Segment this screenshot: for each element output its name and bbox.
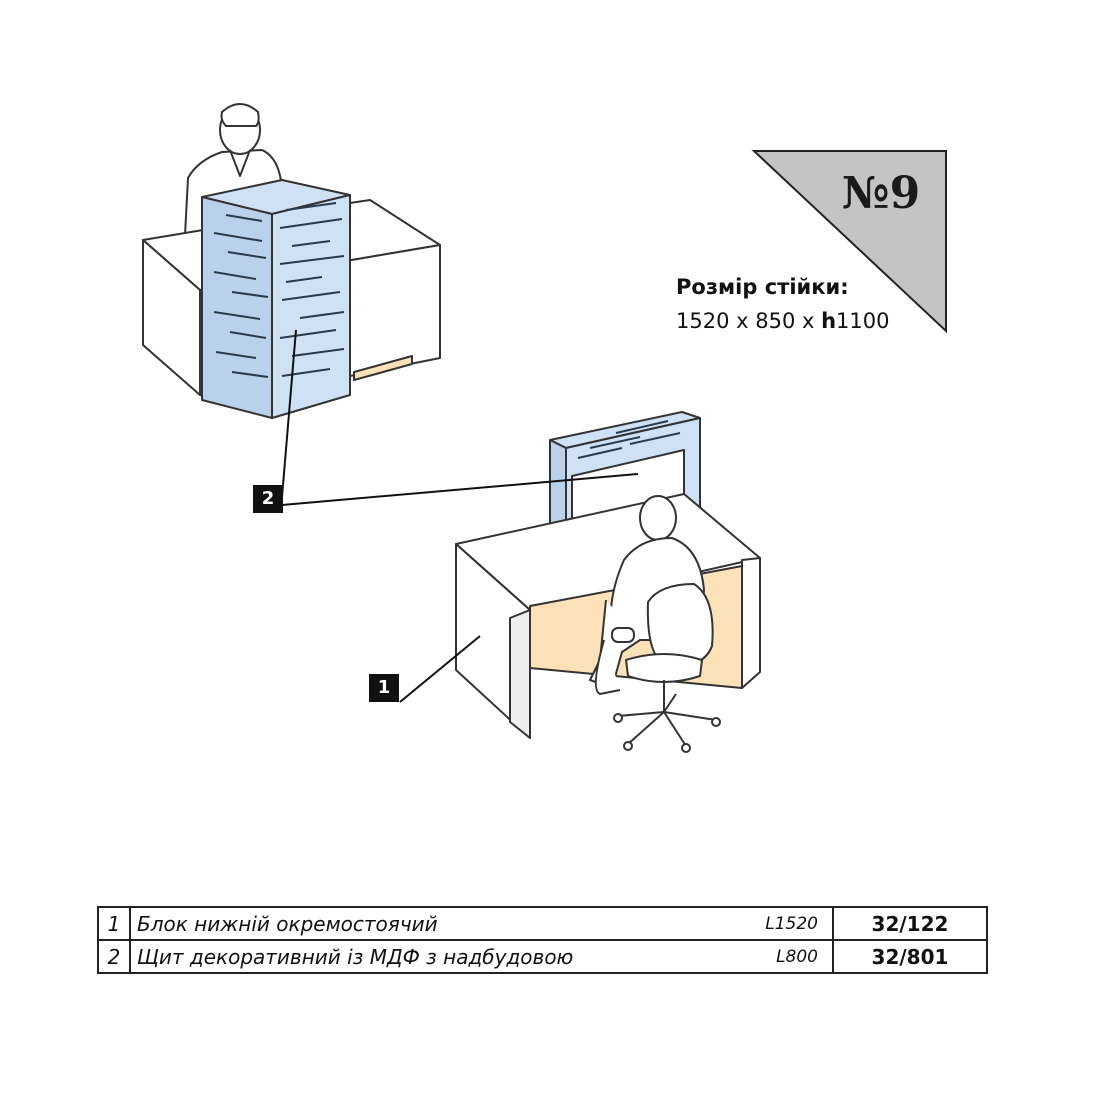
size-value-dims: 1520 x 850 x <box>676 309 822 333</box>
corner-badge-triangle <box>751 150 947 334</box>
size-label: Розмір стійки: <box>676 275 849 299</box>
part-code: 32/122 <box>832 906 988 941</box>
row-number: 2 <box>97 939 131 974</box>
desk-drawing <box>455 411 761 753</box>
row-number: 1 <box>97 906 131 941</box>
config-number: №9 <box>841 168 921 219</box>
office-chair <box>611 583 721 753</box>
parts-table: 1 Блок нижній окремостоячий L1520 32/122… <box>97 906 988 974</box>
table-row: 2 Щит декоративний із МДФ з надбудовою L… <box>97 939 988 974</box>
stand-size-info: Розмір стійки: 1520 x 850 x h1100 <box>676 270 890 338</box>
leader-lines <box>281 329 639 703</box>
callout-1: 1 <box>369 674 399 702</box>
size-value-height: 1100 <box>836 309 890 333</box>
part-length: L1520 <box>707 906 834 941</box>
part-length: L800 <box>707 939 834 974</box>
size-value: 1520 x 850 x h1100 <box>676 304 890 338</box>
callout-2: 2 <box>253 485 283 513</box>
part-code: 32/801 <box>832 939 988 974</box>
size-value-h: h <box>821 309 837 333</box>
table-row: 1 Блок нижній окремостоячий L1520 32/122 <box>97 906 988 941</box>
part-name: Щит декоративний із МДФ з надбудовою <box>129 939 707 974</box>
reception-counter-drawing <box>142 103 441 419</box>
part-name: Блок нижній окремостоячий <box>129 906 707 941</box>
